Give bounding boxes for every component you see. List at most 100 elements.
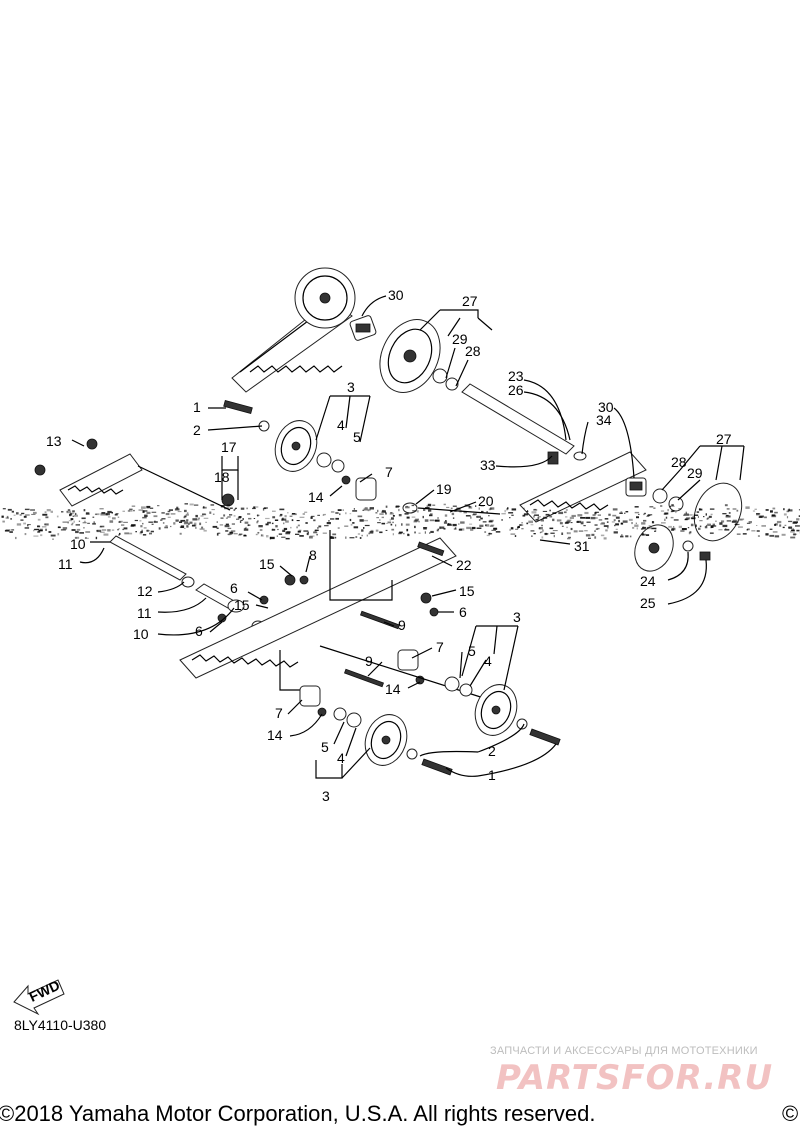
noise-speck	[2, 508, 6, 510]
noise-speck	[422, 515, 424, 519]
noise-speck	[542, 510, 548, 512]
noise-speck	[451, 512, 455, 516]
noise-speck	[772, 507, 776, 510]
noise-speck	[118, 521, 121, 523]
noise-speck	[452, 505, 457, 507]
noise-speck	[528, 520, 533, 524]
noise-speck	[415, 518, 419, 521]
noise-speck	[600, 534, 605, 537]
noise-speck	[615, 516, 620, 519]
noise-speck	[533, 515, 535, 518]
noise-speck	[44, 523, 46, 525]
noise-speck	[297, 530, 301, 533]
noise-speck	[403, 532, 405, 535]
noise-speck	[793, 533, 796, 536]
noise-speck	[651, 527, 657, 530]
noise-speck	[99, 508, 104, 510]
noise-speck	[460, 521, 465, 524]
callout-13: 13	[46, 433, 62, 449]
noise-speck	[751, 530, 756, 532]
noise-speck	[151, 511, 157, 513]
noise-speck	[295, 533, 300, 535]
noise-speck	[111, 511, 113, 514]
noise-speck	[583, 525, 586, 527]
copyright-mark-right: ©	[782, 1101, 799, 1126]
noise-speck	[605, 529, 608, 532]
noise-speck	[275, 525, 278, 528]
noise-speck	[484, 531, 487, 533]
noise-speck	[211, 509, 215, 511]
noise-speck	[337, 527, 340, 529]
noise-speck	[193, 504, 199, 506]
noise-speck	[71, 522, 74, 524]
noise-speck	[74, 537, 77, 539]
noise-speck	[240, 519, 243, 521]
callout-7: 7	[275, 705, 283, 721]
noise-speck	[176, 506, 179, 510]
noise-speck	[231, 523, 235, 525]
noise-speck	[391, 517, 394, 520]
noise-speck	[139, 520, 142, 522]
noise-speck	[99, 526, 103, 528]
noise-speck	[19, 514, 22, 516]
noise-speck	[233, 533, 238, 535]
noise-speck	[101, 529, 107, 531]
noise-speck	[565, 509, 568, 511]
noise-speck	[362, 509, 365, 511]
callout-2: 2	[488, 743, 496, 759]
noise-speck	[476, 527, 482, 529]
noise-speck	[705, 513, 707, 516]
noise-speck	[391, 528, 395, 531]
noise-speck	[706, 518, 708, 520]
noise-speck	[406, 516, 410, 519]
noise-speck	[664, 518, 666, 521]
noise-speck	[61, 511, 64, 513]
noise-speck	[709, 508, 715, 510]
noise-speck	[398, 508, 400, 512]
noise-speck	[364, 507, 368, 509]
noise-speck	[663, 513, 667, 515]
noise-speck	[511, 514, 514, 516]
noise-speck	[571, 514, 576, 517]
noise-speck	[164, 526, 168, 529]
noise-speck	[389, 512, 394, 515]
noise-speck	[82, 522, 87, 524]
noise-speck	[52, 538, 54, 540]
noise-speck	[458, 523, 460, 525]
noise-speck	[227, 527, 232, 529]
noise-speck	[247, 524, 251, 526]
noise-speck	[544, 533, 549, 535]
noise-speck	[285, 532, 291, 535]
noise-speck	[96, 530, 99, 532]
callout-6: 6	[459, 604, 467, 620]
noise-speck	[130, 525, 134, 527]
noise-speck	[149, 532, 152, 535]
noise-speck	[239, 520, 242, 523]
noise-speck	[718, 529, 723, 531]
noise-speck	[66, 510, 72, 514]
noise-speck	[105, 513, 108, 516]
callout-5: 5	[468, 643, 476, 659]
noise-speck	[792, 528, 794, 531]
noise-speck	[798, 509, 800, 511]
noise-speck	[283, 527, 288, 530]
noise-speck	[693, 514, 699, 516]
noise-speck	[437, 517, 439, 520]
noise-speck	[725, 528, 727, 530]
noise-speck	[272, 516, 276, 519]
noise-speck	[37, 531, 41, 533]
noise-speck	[123, 527, 128, 530]
noise-speck	[450, 507, 453, 509]
noise-speck	[75, 536, 80, 539]
noise-speck	[401, 523, 403, 526]
noise-speck	[670, 505, 675, 507]
noise-speck	[317, 514, 320, 516]
noise-speck	[180, 519, 185, 522]
noise-speck	[646, 534, 650, 536]
noise-speck	[179, 521, 183, 523]
noise-speck	[144, 514, 148, 517]
noise-speck	[739, 518, 745, 521]
noise-speck	[667, 509, 669, 512]
noise-speck	[781, 533, 786, 536]
noise-speck	[569, 516, 574, 519]
